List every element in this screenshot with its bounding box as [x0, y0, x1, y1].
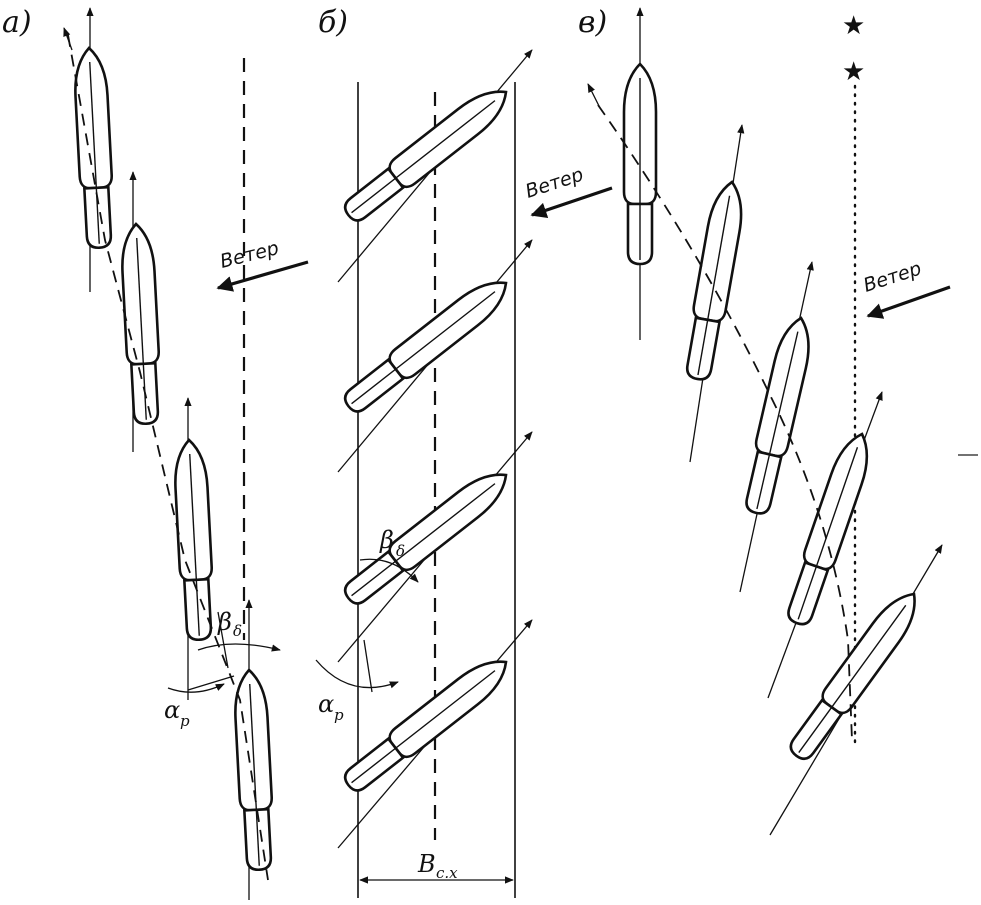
- star-icon: ★: [842, 57, 865, 87]
- beta-label: β: [379, 526, 394, 554]
- panel-c-label: в): [578, 5, 607, 40]
- wind-label: Ветер: [861, 257, 924, 296]
- convoy: [680, 177, 750, 384]
- panel-b: б) Ветер α р β δ В с.х: [315, 5, 613, 898]
- drift-path: [67, 34, 269, 881]
- convoy: [780, 427, 879, 630]
- alpha-label: α: [164, 696, 180, 724]
- fairway-width-label: В: [417, 850, 436, 878]
- alpha-subscript: р: [180, 712, 190, 730]
- beta-label: β: [217, 608, 232, 636]
- convoy: [71, 45, 117, 250]
- beta-subscript: δ: [396, 542, 405, 560]
- panel-a-label: а): [2, 5, 32, 40]
- beta-arc: [359, 558, 419, 583]
- panel-c: в) ★ ★ Ветер: [578, 5, 951, 836]
- alpha-label: α: [318, 690, 334, 718]
- panel-a: а) Ветер α р β δ: [2, 5, 309, 900]
- convoy: [171, 437, 217, 642]
- wind-arrow: [216, 260, 309, 292]
- panel-b-label: б): [318, 5, 348, 40]
- alpha-arc: [167, 683, 225, 693]
- alpha-subscript: р: [334, 706, 344, 724]
- beta-subscript: δ: [233, 622, 242, 640]
- angle-leg: [187, 675, 235, 691]
- beta-arc: [197, 643, 281, 652]
- wind-arrow: [530, 186, 613, 218]
- drift-arrow: [63, 27, 73, 51]
- drift-path: [597, 104, 853, 741]
- convoy: [337, 648, 518, 800]
- convoy: [739, 313, 818, 518]
- wind-label: Ветер: [218, 237, 281, 273]
- convoy: [337, 461, 518, 613]
- convoy: [622, 62, 658, 266]
- convoy: [118, 221, 164, 426]
- angle-leg: [363, 639, 373, 693]
- wind-label: Ветер: [523, 163, 586, 202]
- alpha-arc: [315, 659, 399, 689]
- star-icon: ★: [842, 11, 865, 41]
- angle-leg: [217, 611, 229, 669]
- convoy: [337, 269, 518, 421]
- convoy: [337, 78, 518, 230]
- drift-arrow: [587, 83, 601, 109]
- wind-arrow: [866, 285, 951, 319]
- fairway-width-subscript: с.х: [436, 864, 458, 882]
